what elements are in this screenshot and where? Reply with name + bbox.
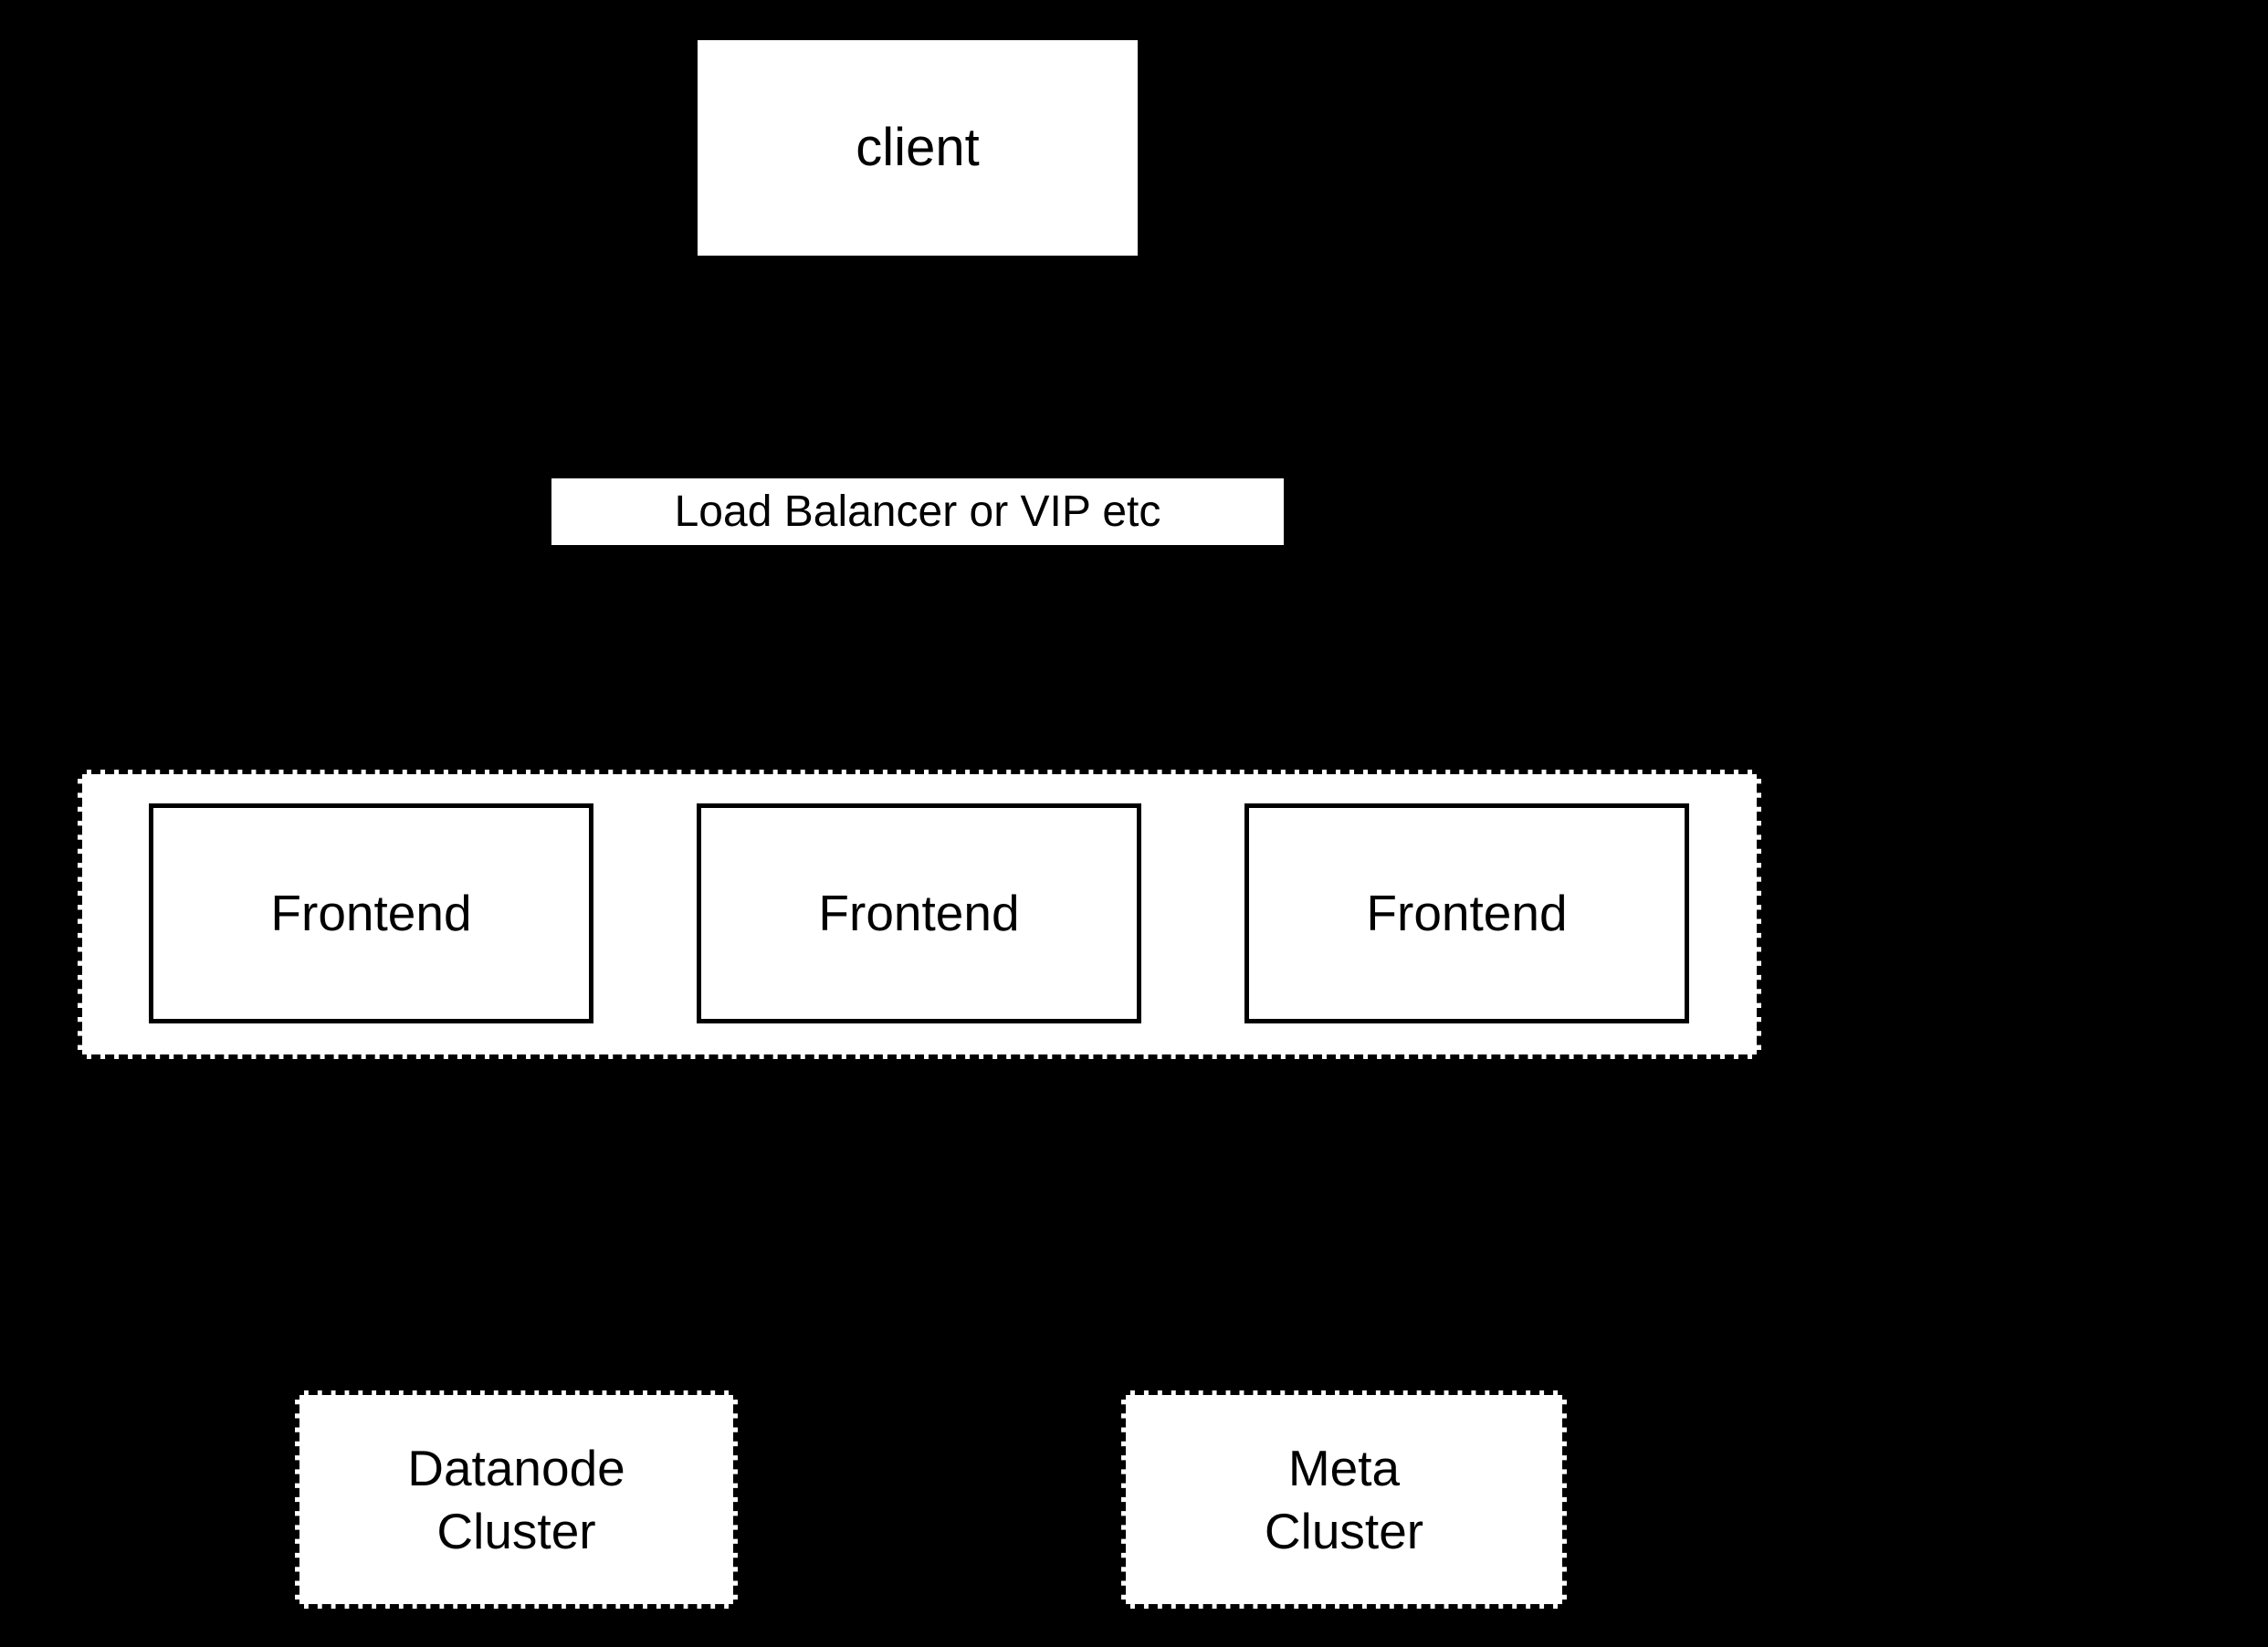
frontend-node-3: Frontend xyxy=(1244,803,1689,1023)
client-node: client xyxy=(698,40,1138,256)
load-balancer-node: Load Balancer or VIP etc xyxy=(551,478,1284,545)
datanode-cluster-node: Datanode Cluster xyxy=(295,1390,738,1609)
frontend-node-2: Frontend xyxy=(697,803,1141,1023)
frontend-label-2: Frontend xyxy=(818,885,1020,942)
meta-cluster-node: Meta Cluster xyxy=(1121,1390,1567,1609)
meta-cluster-label: Meta Cluster xyxy=(1264,1439,1424,1559)
frontend-label-1: Frontend xyxy=(270,885,472,942)
load-balancer-label: Load Balancer or VIP etc xyxy=(674,487,1161,536)
frontend-node-1: Frontend xyxy=(149,803,593,1023)
frontend-group: Frontend Frontend Frontend xyxy=(78,770,1761,1059)
datanode-cluster-label: Datanode Cluster xyxy=(407,1439,625,1559)
frontend-label-3: Frontend xyxy=(1366,885,1568,942)
client-label: client xyxy=(856,117,980,177)
